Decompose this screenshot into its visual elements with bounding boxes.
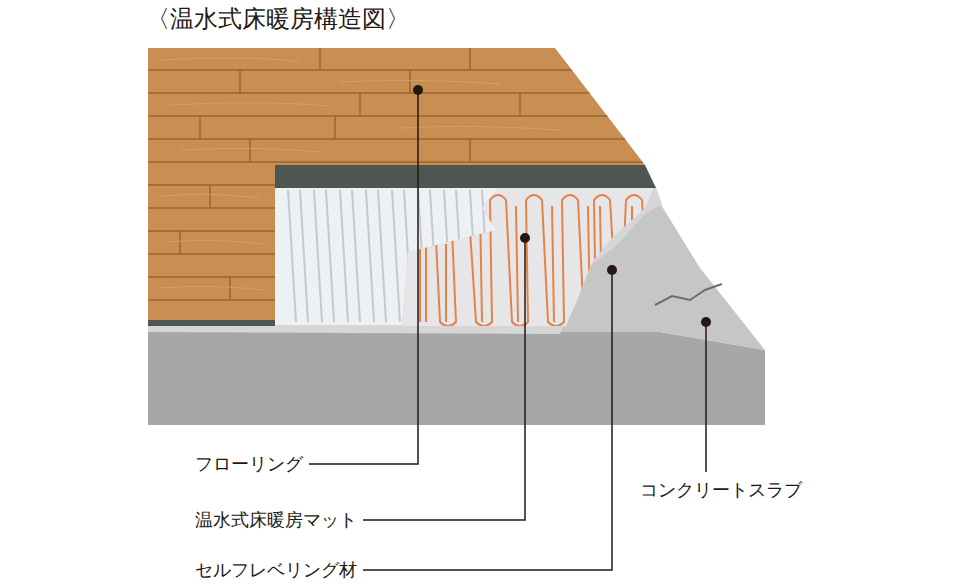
flooring-grain <box>160 58 560 290</box>
flooring-planks <box>148 48 700 300</box>
leader-line <box>363 270 612 570</box>
hot-water-pipes <box>420 195 644 326</box>
flooring-edge <box>275 165 656 188</box>
slab-crack <box>655 284 722 305</box>
part-label: 温水式床暖房マット <box>195 508 357 531</box>
flooring-top <box>148 48 645 320</box>
diagram-title: 〈温水式床暖房構造図〉 <box>146 4 410 35</box>
mat-torn <box>402 185 655 326</box>
leader-line <box>309 90 418 464</box>
slab-front <box>148 332 765 425</box>
leader-line <box>705 322 707 472</box>
part-label: フローリング <box>195 452 303 475</box>
leader-line <box>363 238 525 520</box>
part-label: コンクリートスラブ <box>640 478 802 501</box>
part-label: セルフレベリング材 <box>195 558 357 581</box>
